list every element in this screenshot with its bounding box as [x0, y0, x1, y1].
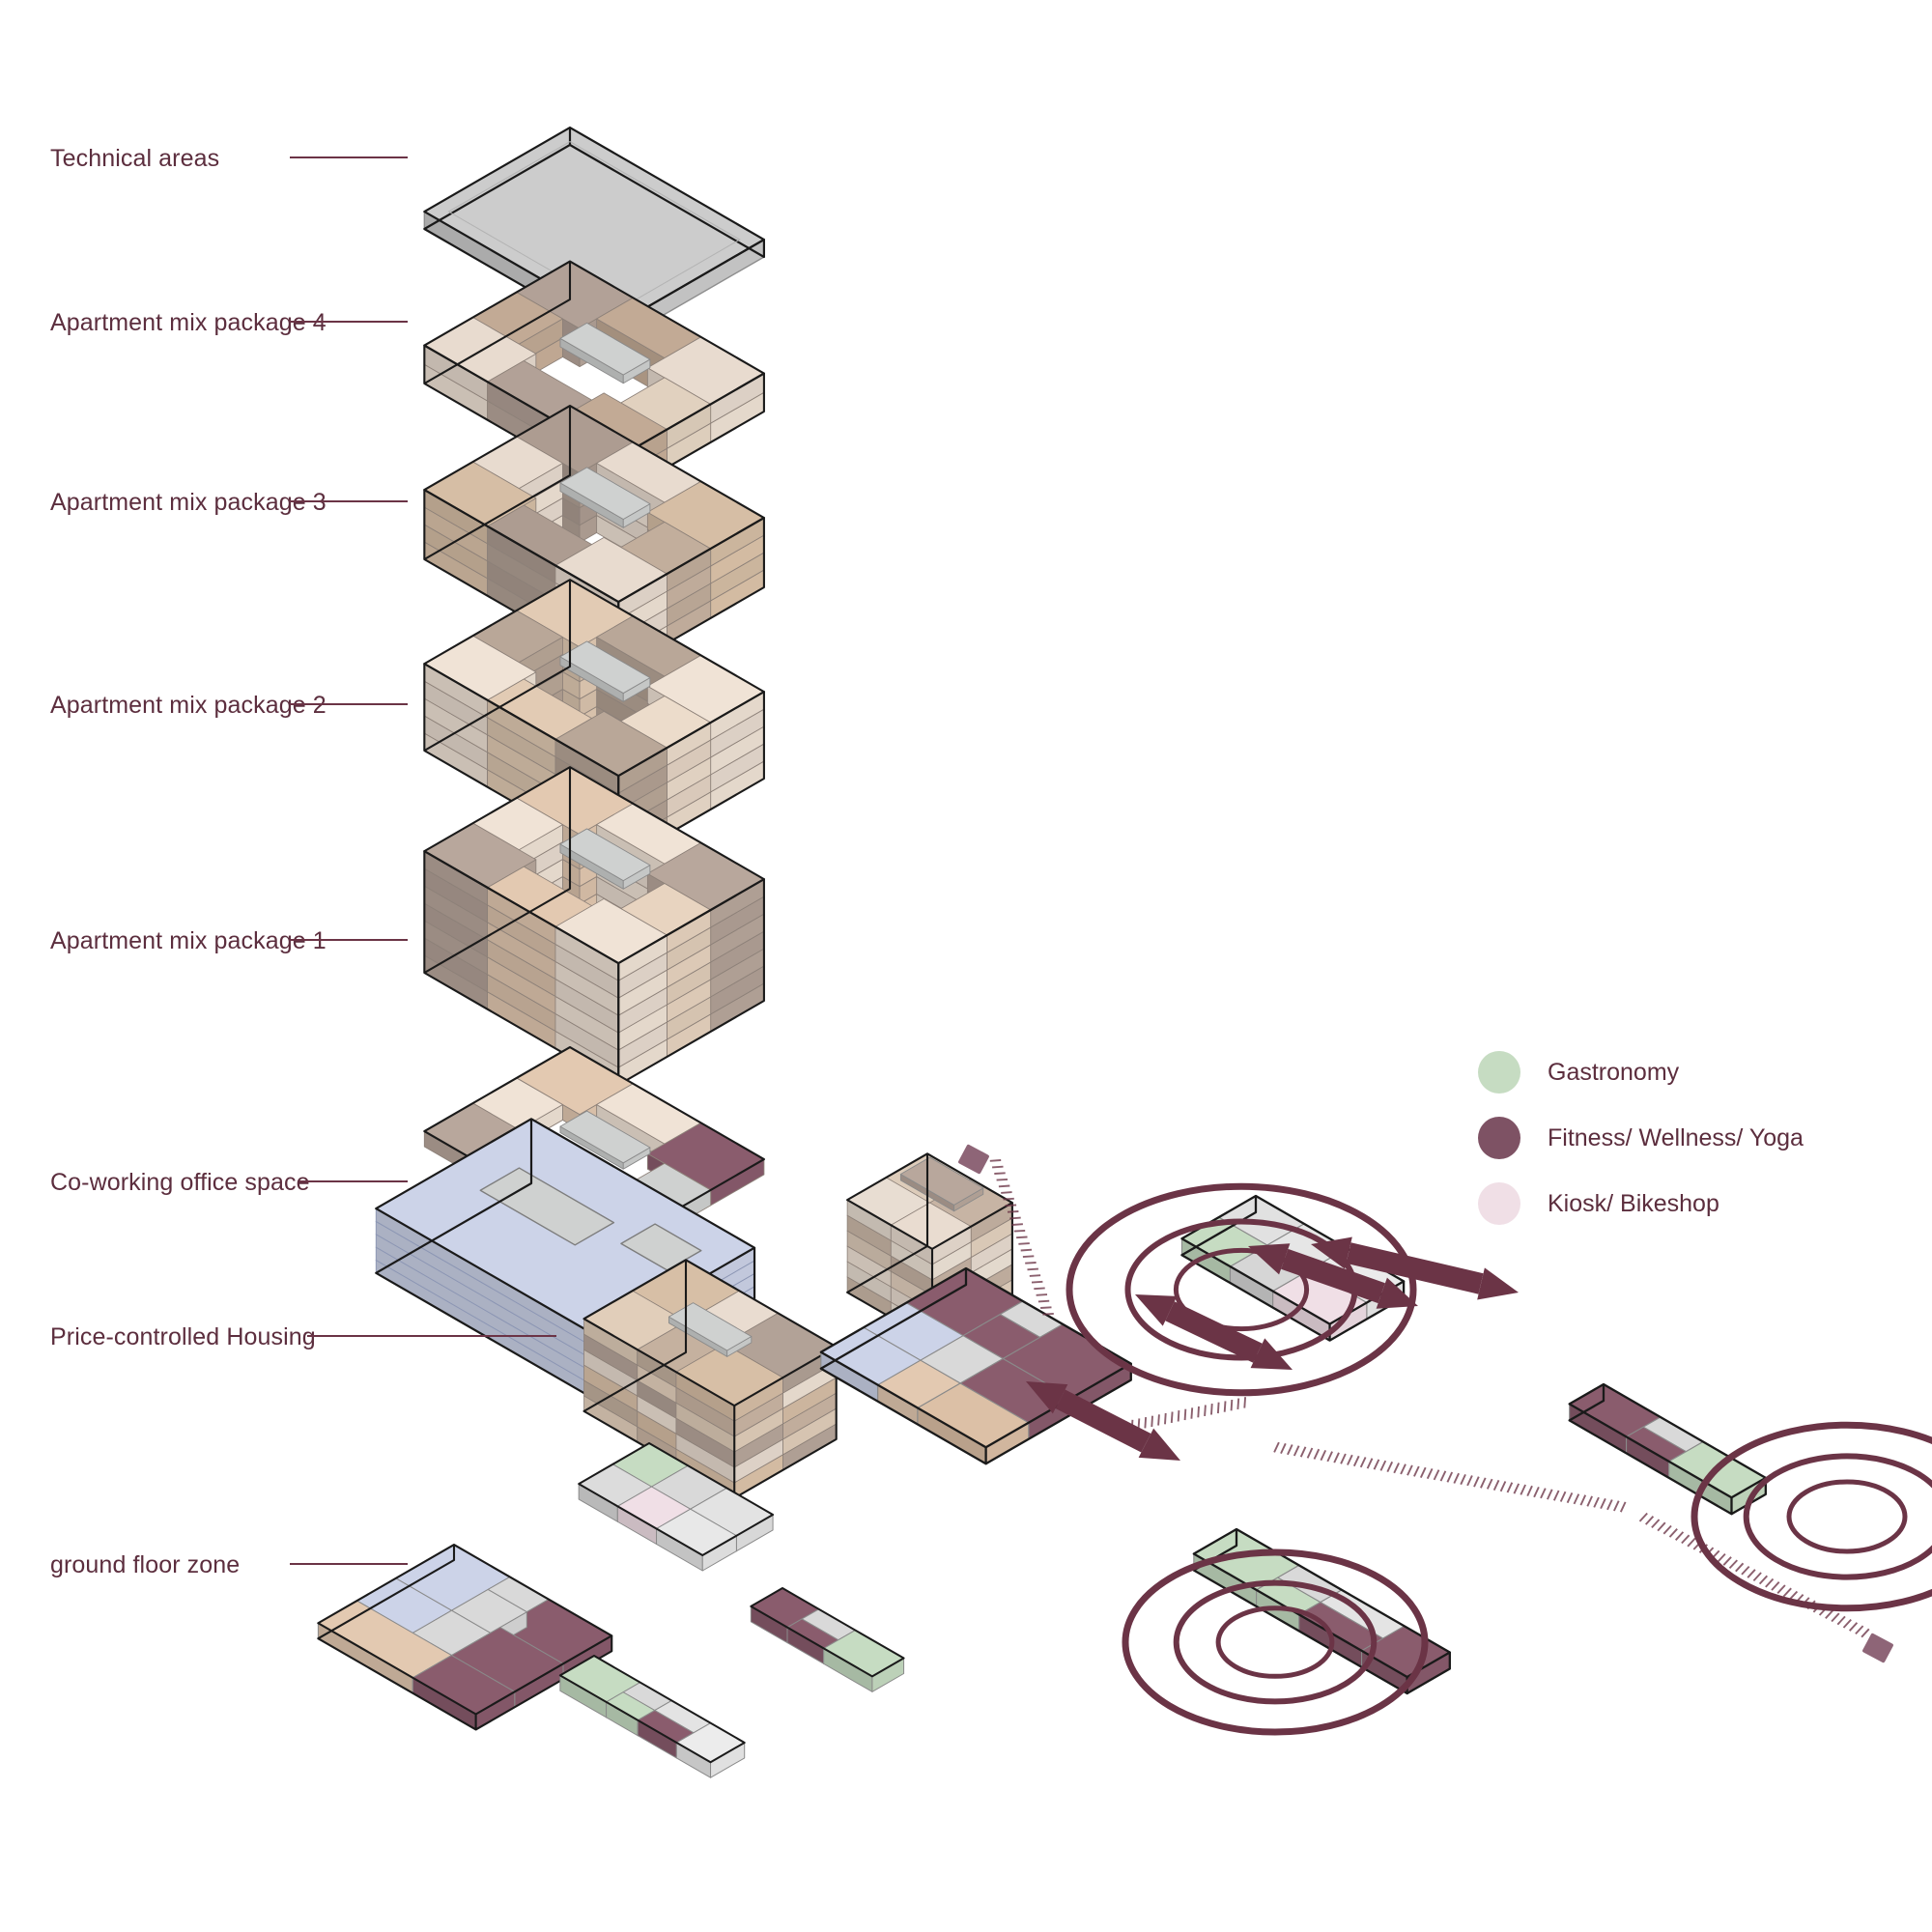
label-apt-mix-2: Apartment mix package 2 [50, 692, 327, 719]
label-price-controlled: Price-controlled Housing [50, 1323, 316, 1350]
activation-arrow-nw [1135, 1294, 1293, 1370]
legend-swatch-gastronomy [1478, 1051, 1520, 1094]
legend-swatch-kiosk [1478, 1182, 1520, 1225]
label-apt-mix-1: Apartment mix package 1 [50, 927, 327, 954]
stack-level-apt-mix-4 [423, 260, 765, 497]
legend-item-gastronomy: Gastronomy [1478, 1048, 1804, 1096]
leader-line-apt-mix-3 [290, 500, 408, 502]
label-apt-mix-3: Apartment mix package 3 [50, 489, 327, 516]
legend-swatch-fitness [1478, 1117, 1520, 1159]
legend-item-kiosk: Kiosk/ Bikeshop [1478, 1179, 1804, 1228]
connector-end-marker-southeast [1862, 1633, 1893, 1663]
activation-arrow-n [1248, 1243, 1418, 1309]
hatched-connector-center [1273, 1441, 1627, 1513]
ground-plate-north [578, 1442, 775, 1572]
activation-arrow-ne [1311, 1236, 1519, 1300]
leader-line-apt-mix-2 [290, 703, 408, 705]
connector-end-marker-north [958, 1144, 989, 1175]
leader-line-co-working [299, 1180, 408, 1182]
leader-line-price-controlled [307, 1335, 556, 1337]
radiating-rings-north [1065, 1182, 1417, 1397]
activation-arrow-w [1026, 1381, 1180, 1461]
ground-plate-east [750, 1587, 905, 1692]
legend-label-kiosk: Kiosk/ Bikeshop [1548, 1189, 1719, 1217]
stack-level-apt-mix-1 [423, 766, 765, 1087]
hatched-connector-nw [1111, 1397, 1247, 1435]
legend-item-fitness: Fitness/ Wellness/ Yoga [1478, 1114, 1804, 1162]
label-ground-floor: ground floor zone [50, 1551, 241, 1578]
label-technical-areas: Technical areas [50, 145, 220, 172]
ground-plate-main [317, 1544, 613, 1731]
hatched-connector-north-vertical [989, 1159, 1054, 1316]
right-plate-main [819, 1266, 1132, 1465]
leader-line-apt-mix-1 [290, 939, 408, 941]
right-plate-east [1568, 1382, 1767, 1516]
radiating-rings-east [1690, 1421, 1932, 1612]
label-apt-mix-4: Apartment mix package 4 [50, 309, 327, 336]
leader-line-technical-areas [290, 156, 408, 158]
ground-plate-south [558, 1655, 746, 1778]
label-co-working: Co-working office space [50, 1169, 310, 1196]
leader-line-apt-mix-4 [290, 321, 408, 323]
leader-line-ground-floor [290, 1563, 408, 1565]
legend-label-fitness: Fitness/ Wellness/ Yoga [1548, 1123, 1804, 1151]
legend-label-gastronomy: Gastronomy [1548, 1058, 1680, 1086]
stack-level-apt-mix-2 [423, 579, 765, 865]
legend: Gastronomy Fitness/ Wellness/ Yoga Kiosk… [1478, 1048, 1804, 1245]
stack-level-price-controlled-housing [582, 1152, 1013, 1499]
radiating-rings-southwest [1122, 1548, 1429, 1736]
